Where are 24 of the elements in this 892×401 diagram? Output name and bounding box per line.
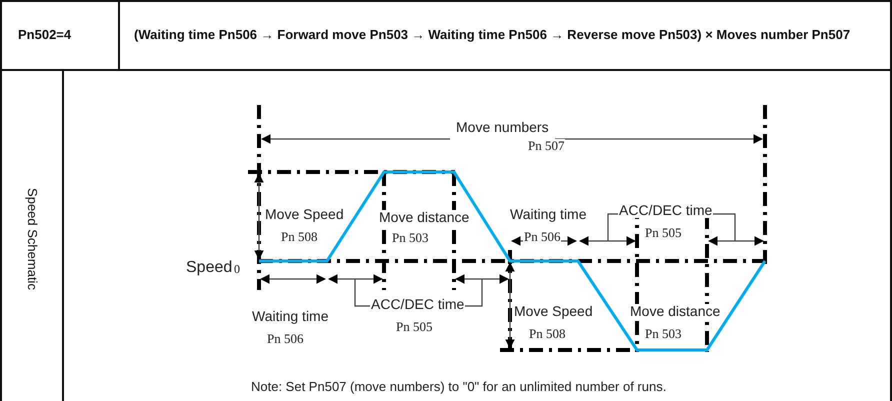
axis-label: Speed bbox=[185, 259, 234, 277]
parameter-label: Pn 506 bbox=[523, 230, 562, 244]
dimension-label: Move numbers bbox=[455, 120, 550, 136]
parameter-label: Pn 503 bbox=[644, 327, 682, 342]
dimension-label: Move Speed bbox=[513, 304, 594, 320]
dimension-label: Move distance bbox=[629, 304, 722, 320]
parameter-label: Pn 508 bbox=[280, 230, 318, 244]
dimension-label: Waiting time bbox=[251, 309, 330, 324]
parameter-label: Pn 505 bbox=[644, 226, 682, 240]
dimension-label: ACC/DEC time bbox=[618, 203, 714, 218]
dimension-label: Move distance bbox=[378, 210, 470, 226]
dimension-label: ACC/DEC time bbox=[370, 297, 466, 312]
parameter-label: Pn 503 bbox=[391, 231, 430, 246]
table-cell: (Waiting time Pn506 → Forward move Pn503 → Waiting time Pn506 → Reverse move Pn503) × Moves number Pn507 bbox=[118, 0, 892, 71]
row-header: Speed Schematic bbox=[24, 188, 40, 290]
dimension-label: Move Speed bbox=[264, 207, 345, 222]
table-cell: Pn502=4 bbox=[0, 0, 120, 71]
axis-value: 0 bbox=[233, 263, 241, 276]
note-text: Note: Set Pn507 (move numbers) to "0" for an unlimited number of runs. bbox=[250, 380, 668, 394]
parameter-label: Pn 506 bbox=[266, 332, 304, 346]
parameter-label: Pn 508 bbox=[528, 327, 566, 342]
dimension-label: Waiting time bbox=[509, 207, 588, 222]
parameter-label: Pn 505 bbox=[395, 320, 434, 334]
parameter-label: Pn 507 bbox=[527, 139, 566, 154]
